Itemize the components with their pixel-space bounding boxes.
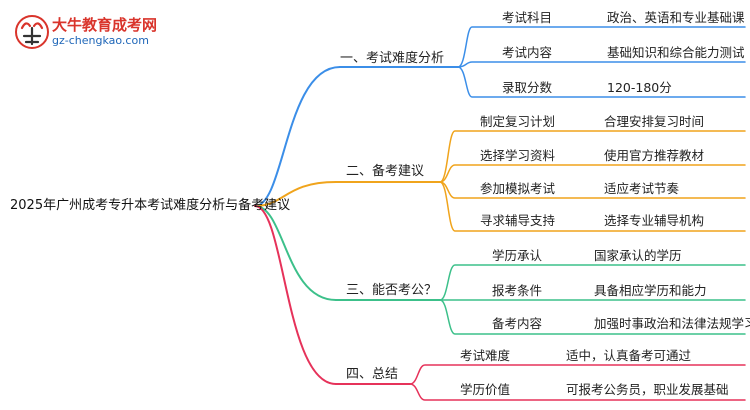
- leaf-value: 基础知识和综合能力测试: [607, 45, 745, 60]
- root-connector: [254, 205, 337, 301]
- leaf-key: 学历承认: [492, 248, 543, 263]
- leaf-connector: [439, 264, 746, 301]
- root-connector: [254, 205, 337, 385]
- leaf-connector: [409, 383, 746, 401]
- leaf-connector: [439, 130, 746, 183]
- leaf-connector: [439, 164, 746, 183]
- root-connector: [254, 66, 341, 207]
- leaf-connector: [457, 61, 746, 68]
- branch-label-summary: 四、总结: [346, 367, 399, 382]
- leaf-key: 备考内容: [492, 316, 543, 331]
- leaf-value: 120-180分: [607, 80, 672, 95]
- leaf-value: 适应考试节奏: [604, 181, 680, 196]
- branch-label-civil-service: 三、能否考公？: [346, 283, 438, 298]
- root-topic: 2025年广州成考专升本考试难度分析与备考建议: [10, 198, 291, 213]
- branch-label-advice: 二、备考建议: [346, 164, 425, 179]
- leaf-key: 选择学习资料: [480, 148, 556, 163]
- leaf-connector: [409, 364, 746, 385]
- leaf-key: 考试科目: [502, 10, 553, 25]
- leaf-value: 具备相应学历和能力: [594, 283, 707, 298]
- leaf-value: 适中，认真备考可通过: [566, 348, 692, 363]
- leaf-value: 使用官方推荐教材: [604, 148, 705, 163]
- leaf-key: 制定复习计划: [480, 114, 556, 129]
- leaf-value: 选择专业辅导机构: [604, 213, 705, 228]
- leaf-value: 国家承认的学历: [594, 248, 682, 263]
- site-logo: 大牛教育成考网 gz-chengkao.com: [14, 12, 164, 54]
- leaf-key: 考试难度: [460, 348, 511, 363]
- leaf-value: 加强时事政治和法律法规学习: [594, 316, 750, 331]
- leaf-value: 合理安排复习时间: [604, 114, 705, 129]
- bull-logo-icon: [15, 15, 49, 49]
- branch-label-difficulty: 一、考试难度分析: [340, 51, 445, 66]
- leaf-key: 考试内容: [502, 45, 553, 60]
- root-connector: [254, 181, 337, 207]
- leaf-value: 政治、英语和专业基础课: [607, 10, 745, 25]
- leaf-connector: [457, 66, 746, 98]
- leaf-key: 录取分数: [502, 80, 553, 95]
- leaf-key: 学历价值: [460, 382, 511, 397]
- leaf-key: 参加模拟考试: [480, 181, 556, 196]
- leaf-key: 报考条件: [492, 283, 543, 298]
- leaf-connector: [457, 26, 746, 68]
- leaf-connector: [439, 181, 746, 232]
- leaf-key: 寻求辅导支持: [480, 213, 556, 228]
- leaf-value: 可报考公务员，职业发展基础: [566, 382, 729, 397]
- leaf-connector: [439, 299, 746, 335]
- logo-site-name: 大牛教育成考网: [52, 16, 158, 34]
- logo-site-url: gz-chengkao.com: [52, 34, 149, 47]
